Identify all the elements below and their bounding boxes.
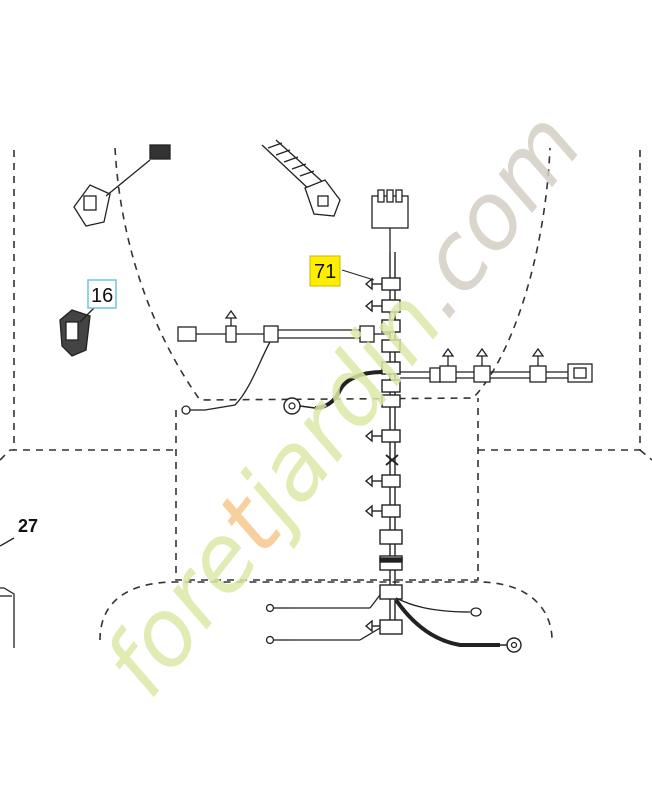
callout-16-box (87, 279, 117, 309)
connector-main-top (371, 189, 409, 252)
callout-16-label: 16 (91, 285, 113, 307)
callout-27-label: 27 (18, 516, 38, 536)
connector-top-left (73, 144, 171, 227)
lower-left-terminals (265, 594, 381, 645)
watermark-logo: foretjardin.com (83, 93, 603, 716)
part-16-switch (59, 305, 97, 357)
left-branch (177, 309, 390, 415)
callout-71-label: 71 (314, 261, 336, 283)
part-27-battery (0, 537, 15, 648)
watermark-text: foretjardin.com (83, 93, 603, 716)
callout-16: 16 (87, 279, 117, 309)
harness-top-center (261, 139, 341, 217)
callout-71: 71 (309, 255, 375, 287)
callout-71-box (309, 255, 341, 287)
ground-cable-lower (394, 597, 522, 653)
main-trunk (364, 252, 403, 635)
right-branch (400, 347, 593, 383)
ground-cable-upper (283, 370, 383, 415)
callout-27: 27 (18, 516, 38, 536)
